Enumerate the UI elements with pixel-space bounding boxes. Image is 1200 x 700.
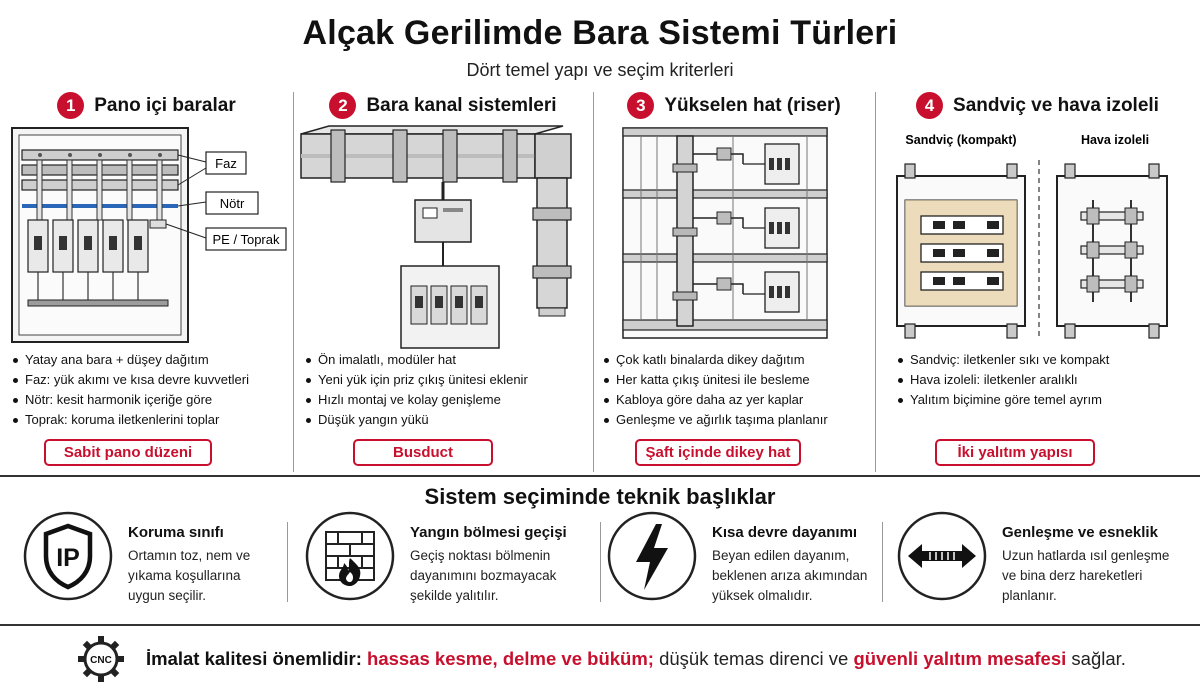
bullet-item: Yalıtım biçimine göre temel ayrım	[897, 390, 1109, 410]
number-badge: 1	[57, 92, 85, 119]
number-badge: 2	[329, 92, 357, 119]
page-subtitle: Dört temel yapı ve seçim kriterleri	[466, 60, 734, 80]
footer-end: sağlar.	[1071, 648, 1126, 669]
callout-phase: Faz	[215, 156, 237, 171]
sublabel-sandwich: Sandviç (kompakt)	[905, 133, 1016, 147]
criterion-desc: Beyan edilen dayanım, beklenen arıza akı…	[712, 546, 867, 606]
criterion-title: Genleşme ve esneklik	[1002, 524, 1158, 541]
desc-line: beklenen arıza akımından	[712, 568, 868, 583]
type-title: Sandviç ve hava izoleli	[953, 94, 1159, 116]
footer-highlight-1: hassas kesme, delme ve büküm;	[367, 648, 654, 669]
desc-line: şekilde yalıtılır.	[410, 588, 499, 603]
criteria-divider	[882, 522, 883, 602]
bullet-item: Yatay ana bara + düşey dağıtım	[12, 350, 249, 370]
firewall-icon	[305, 511, 395, 601]
sublabel-air: Hava izoleli	[1081, 133, 1149, 147]
footer-highlight-2: güvenli yalıtım mesafesi	[853, 648, 1067, 669]
selection-title: Sistem seçiminde teknik başlıklar	[424, 484, 776, 509]
bullet-list: Ön imalatlı, modüler hat Yeni yük için p…	[305, 350, 528, 430]
number-badge: 3	[627, 92, 655, 119]
page-title: Alçak Gerilimde Bara Sistemi Türleri	[302, 14, 898, 52]
bullet-list: Çok katlı binalarda dikey dağıtım Her ka…	[603, 350, 828, 430]
desc-line: Beyan edilen dayanım,	[712, 548, 850, 563]
criteria-divider	[287, 522, 288, 602]
type-heading: 2 Bara kanal sistemleri	[293, 92, 593, 119]
summary-tag: İki yalıtım yapısı	[935, 439, 1095, 466]
desc-line: planlanır.	[1002, 588, 1057, 603]
desc-line: dayanımını bozmayacak	[410, 568, 557, 583]
criterion-protection-class: IP Koruma sınıfı Ortamın toz, nem ve yık…	[22, 510, 272, 610]
ip-icon-text: IP	[56, 544, 80, 572]
criterion-title: Kısa devre dayanımı	[712, 524, 858, 541]
type-heading: 4 Sandviç ve hava izoleli	[875, 92, 1200, 119]
bullet-item: Hava izoleli: iletkenler aralıklı	[897, 370, 1109, 390]
criterion-short-circuit: Kısa devre dayanımı Beyan edilen dayanım…	[606, 510, 896, 610]
footer-sentence: İmalat kalitesi önemlidir: hassas kesme,…	[146, 648, 1126, 670]
bullet-item: Ön imalatlı, modüler hat	[305, 350, 528, 370]
type-heading: 1 Pano içi baralar	[0, 92, 293, 119]
type-heading: 3 Yükselen hat (riser)	[593, 92, 875, 119]
bullet-item: Düşük yangın yükü	[305, 410, 528, 430]
footer-note: CNC İmalat kalitesi önemlidir: hassas ke…	[0, 630, 1200, 686]
type-title: Yükselen hat (riser)	[664, 94, 841, 116]
sandwich-vs-air-illustration: Sandviç (kompakt) Hava izoleli	[896, 133, 1168, 339]
column-divider	[875, 92, 876, 472]
ip-shield-icon: IP	[23, 511, 113, 601]
bullet-list: Sandviç: iletkenler sıkı ve kompakt Hava…	[897, 350, 1109, 410]
bullet-item: Toprak: koruma iletkenlerini toplar	[12, 410, 249, 430]
desc-line: ve bina derz hareketleri	[1002, 568, 1143, 583]
riser-illustration	[622, 127, 828, 339]
bullet-list: Yatay ana bara + düşey dağıtım Faz: yük …	[12, 350, 249, 430]
callout-neutral: Nötr	[220, 196, 245, 211]
bullet-item: Her katta çıkış ünitesi ile besleme	[603, 370, 828, 390]
bullet-item: Çok katlı binalarda dikey dağıtım	[603, 350, 828, 370]
desc-line: yüksek olmalıdır.	[712, 588, 813, 603]
summary-tag: Sabit pano düzeni	[44, 439, 212, 466]
criteria-divider	[600, 522, 601, 602]
bullet-item: Nötr: kesit harmonik içeriğe göre	[12, 390, 249, 410]
bullet-item: Sandviç: iletkenler sıkı ve kompakt	[897, 350, 1109, 370]
criterion-title: Yangın bölmesi geçişi	[410, 524, 567, 541]
criterion-desc: Ortamın toz, nem ve yıkama koşullarına u…	[128, 546, 250, 606]
criterion-desc: Uzun hatlarda ısıl genleşme ve bina derz…	[1002, 546, 1169, 606]
bullet-item: Faz: yük akımı ve kısa devre kuvvetleri	[12, 370, 249, 390]
criterion-desc: Geçiş noktası bölmenin dayanımını bozmay…	[410, 546, 556, 606]
footer-lead: İmalat kalitesi önemlidir:	[146, 648, 362, 669]
desc-line: Geçiş noktası bölmenin	[410, 548, 551, 563]
type-panel-insulation: 4 Sandviç ve hava izoleli Sandviç (kompa…	[875, 86, 1200, 471]
busduct-illustration	[300, 125, 572, 349]
bullet-item: Genleşme ve ağırlık taşıma planlanır	[603, 410, 828, 430]
summary-tag: Şaft içinde dikey hat	[635, 439, 801, 466]
section-divider	[0, 475, 1200, 477]
section-divider	[0, 624, 1200, 626]
type-title: Pano içi baralar	[94, 94, 236, 116]
lightning-icon	[607, 511, 697, 601]
summary-tag: Busduct	[353, 439, 493, 466]
criterion-expansion: Genleşme ve esneklik Uzun hatlarda ısıl …	[896, 510, 1186, 610]
type-title: Bara kanal sistemleri	[366, 94, 557, 116]
column-divider	[593, 92, 594, 472]
type-panel-busbars: 1 Pano içi baralar	[0, 86, 293, 471]
number-badge: 4	[916, 92, 944, 119]
callout-pe-ground: PE / Toprak	[213, 232, 280, 247]
cnc-badge-text: CNC	[90, 655, 112, 666]
criterion-fire-barrier: Yangın bölmesi geçişi Geçiş noktası bölm…	[304, 510, 594, 610]
expansion-arrow-icon	[897, 511, 987, 601]
desc-line: yıkama koşullarına	[128, 568, 241, 583]
panel-busbar-illustration: Faz Nötr PE / Toprak	[11, 127, 287, 343]
cnc-gear-icon: CNC	[78, 636, 124, 682]
bullet-item: Hızlı montaj ve kolay genişleme	[305, 390, 528, 410]
footer-middle: düşük temas direnci ve	[659, 648, 849, 669]
type-panel-busduct: 2 Bara kanal sistemleri	[293, 86, 593, 471]
bullet-item: Kabloya göre daha az yer kaplar	[603, 390, 828, 410]
type-panel-riser: 3 Yükselen hat (riser)	[593, 86, 875, 471]
desc-line: Uzun hatlarda ısıl genleşme	[1002, 548, 1170, 563]
desc-line: Ortamın toz, nem ve	[128, 548, 251, 563]
column-divider	[293, 92, 294, 472]
criterion-title: Koruma sınıfı	[128, 524, 224, 541]
bullet-item: Yeni yük için priz çıkış ünitesi eklenir	[305, 370, 528, 390]
desc-line: uygun seçilir.	[128, 588, 207, 603]
